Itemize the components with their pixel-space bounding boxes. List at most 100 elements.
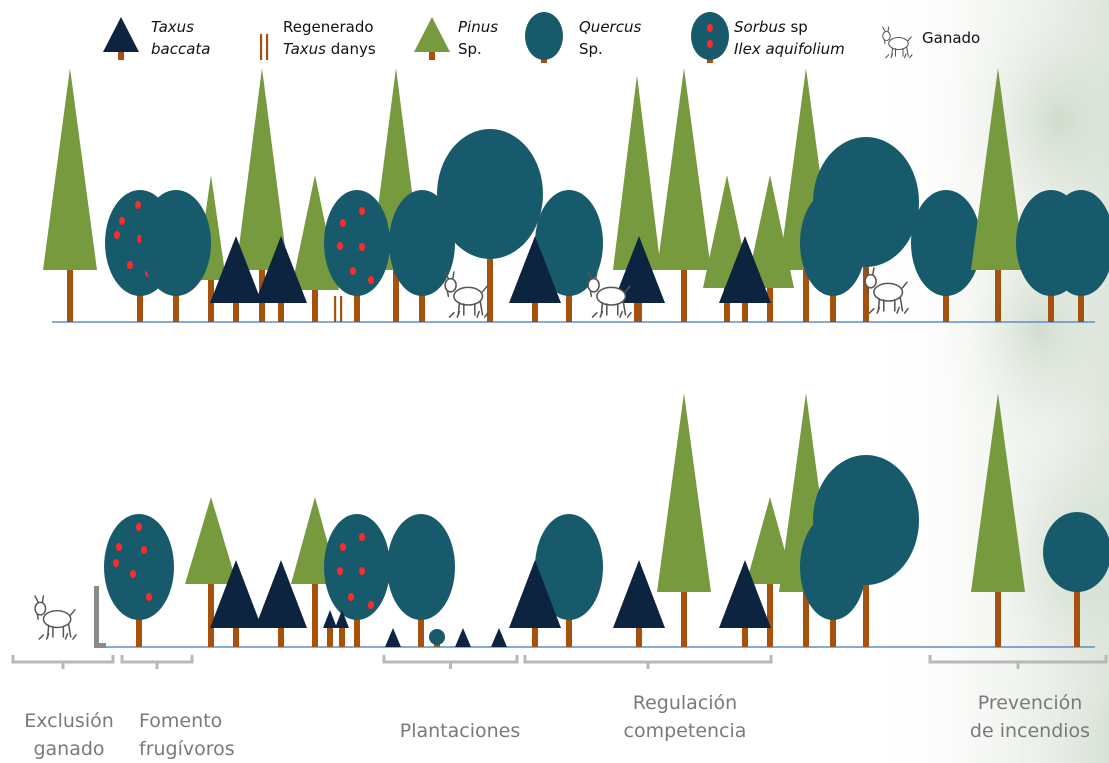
legend-ilex-line: Ilex aquifolium — [734, 40, 845, 58]
pinus-tree — [185, 497, 237, 647]
action-label-plantaciones: Plantaciones — [380, 717, 540, 745]
sorbus-fruit — [337, 567, 343, 575]
goat-head — [864, 273, 877, 289]
tree-trunk — [354, 614, 360, 647]
tree-trunk — [532, 624, 538, 647]
action-label-line1: Prevención — [977, 692, 1083, 714]
regen-stem — [340, 296, 343, 322]
regen-stem — [266, 34, 269, 60]
pinus-crown — [657, 393, 711, 592]
taxus-tree — [210, 236, 262, 322]
tree-trunk — [742, 299, 748, 322]
legend-taxus-line1: Taxus — [151, 18, 194, 36]
sorbus-fruit — [368, 601, 374, 609]
goat-body — [453, 286, 484, 306]
taxus-tree — [455, 628, 471, 647]
legend-quercus-line2: Sp. — [579, 40, 603, 58]
taxus-tree — [509, 236, 561, 322]
goat-grass — [885, 53, 913, 59]
legend-sorbus-name: Sorbus — [734, 18, 786, 36]
tree-trunk — [636, 624, 642, 647]
pinus-crown — [236, 68, 288, 270]
tree-trunk — [566, 614, 572, 647]
quercus-crown — [535, 514, 603, 620]
sorbus-fruit — [359, 207, 365, 215]
goat-head — [34, 601, 47, 616]
tree-trunk — [1048, 290, 1054, 322]
taxus-crown — [255, 236, 307, 303]
quercus-crown — [387, 514, 455, 620]
taxus-crown — [509, 236, 561, 303]
taxus-tree — [210, 560, 262, 647]
quercus-crown — [813, 137, 919, 267]
goat-legs — [891, 46, 909, 57]
goat-horns — [587, 271, 598, 280]
legend-taxus-label: Taxus baccata — [151, 16, 210, 60]
sorbus-tree — [691, 12, 729, 63]
legend-pinus-label: Pinus Sp. — [458, 16, 498, 60]
taxus-tree — [719, 560, 771, 647]
sorbus-fruit — [707, 24, 713, 32]
tree-trunk — [429, 48, 435, 60]
quercus-crown — [429, 629, 445, 645]
tree-trunk — [278, 299, 284, 322]
taxus-crown — [719, 236, 771, 303]
regen-stem — [260, 34, 263, 60]
sorbus-fruit — [337, 242, 343, 250]
goat-legs — [457, 300, 484, 316]
sorbus-fruit — [707, 40, 713, 48]
goat-beard — [866, 285, 870, 293]
goat-horns — [444, 271, 455, 280]
tree-trunk — [1078, 290, 1084, 322]
fence-post-foot — [94, 643, 106, 648]
taxus-crown — [323, 610, 337, 628]
tree-trunk — [803, 266, 809, 322]
goat-icon — [587, 271, 632, 318]
pinus-tree — [971, 68, 1025, 322]
taxus-crown — [613, 236, 665, 303]
tree-trunk — [327, 624, 333, 647]
quercus-tree — [911, 190, 981, 322]
tree-trunk — [566, 290, 572, 322]
goat-tail — [907, 36, 912, 42]
sorbus-fruit — [348, 593, 354, 601]
goat-tail — [901, 281, 908, 289]
pinus-crown — [746, 497, 794, 584]
sorbus-fruit — [340, 543, 346, 551]
tree-trunk — [312, 286, 318, 322]
taxus-tree — [509, 560, 561, 647]
tree-trunk — [1074, 586, 1080, 647]
bracket-regulacion — [523, 655, 773, 669]
taxus-tree — [255, 560, 307, 647]
pinus-tree — [657, 393, 711, 647]
action-label-line2: competencia — [623, 720, 747, 742]
sorbus-fruit — [127, 261, 133, 269]
goat-tail — [624, 285, 631, 293]
legend-sorbus-sp: sp — [785, 18, 808, 36]
sorbus-fruit — [135, 201, 141, 209]
goat-icon — [444, 271, 489, 318]
goat-beard — [589, 289, 593, 297]
goat-legs — [600, 300, 627, 316]
legend-regenerado-taxus: Taxus — [283, 40, 326, 58]
tree-trunk — [532, 299, 538, 322]
goat-icon — [864, 267, 909, 314]
pinus-crown — [43, 68, 97, 270]
fence-post-bar — [94, 586, 99, 648]
sorbus-fruit — [116, 543, 122, 551]
tree-trunk — [995, 588, 1001, 647]
quercus-tree — [813, 455, 919, 647]
pinus-tree — [971, 393, 1025, 647]
legend-ganado-label: Ganado — [922, 29, 981, 47]
taxus-tree — [335, 610, 349, 647]
taxus-regeneration — [260, 34, 269, 60]
sorbus-crown — [324, 514, 390, 620]
goat-legs — [877, 296, 904, 312]
legend-pinus-line2: Sp. — [458, 40, 482, 58]
taxus-tree — [719, 236, 771, 322]
sorbus-fruit — [136, 523, 142, 531]
goat-horns — [882, 26, 890, 33]
quercus-tree — [437, 129, 543, 322]
sorbus-fruit — [146, 593, 152, 601]
